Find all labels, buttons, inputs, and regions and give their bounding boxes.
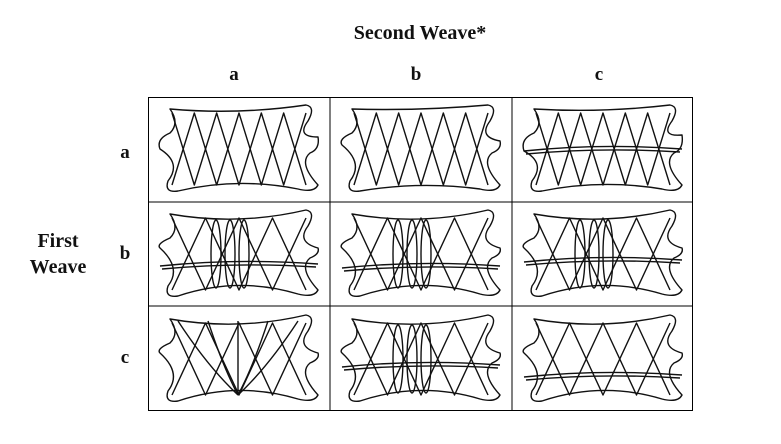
weave-pattern-diagram	[340, 314, 502, 402]
column-header-b: b	[410, 64, 422, 85]
weave-pattern-diagram	[340, 104, 502, 192]
grid-frame	[148, 97, 693, 411]
row-axis-label: First Weave	[18, 228, 98, 280]
weave-pattern-diagram	[522, 314, 684, 402]
weave-pattern-diagram	[158, 104, 320, 192]
row-header-c: c	[120, 347, 130, 368]
weave-pattern-diagram	[522, 209, 684, 297]
column-header-a: a	[229, 64, 239, 85]
weave-grid	[148, 97, 693, 411]
row-header-a: a	[120, 142, 130, 163]
diagram-title: Second Weave*	[353, 22, 487, 44]
row-axis-label-line2: Weave	[29, 256, 87, 278]
row-axis-label-line1: First	[37, 230, 79, 252]
weave-pattern-diagram	[158, 314, 320, 402]
column-header-c: c	[594, 64, 604, 85]
weave-pattern-diagram	[158, 209, 320, 297]
weave-pattern-diagram	[522, 104, 684, 192]
row-header-b: b	[119, 243, 131, 264]
weave-pattern-diagram	[340, 209, 502, 297]
